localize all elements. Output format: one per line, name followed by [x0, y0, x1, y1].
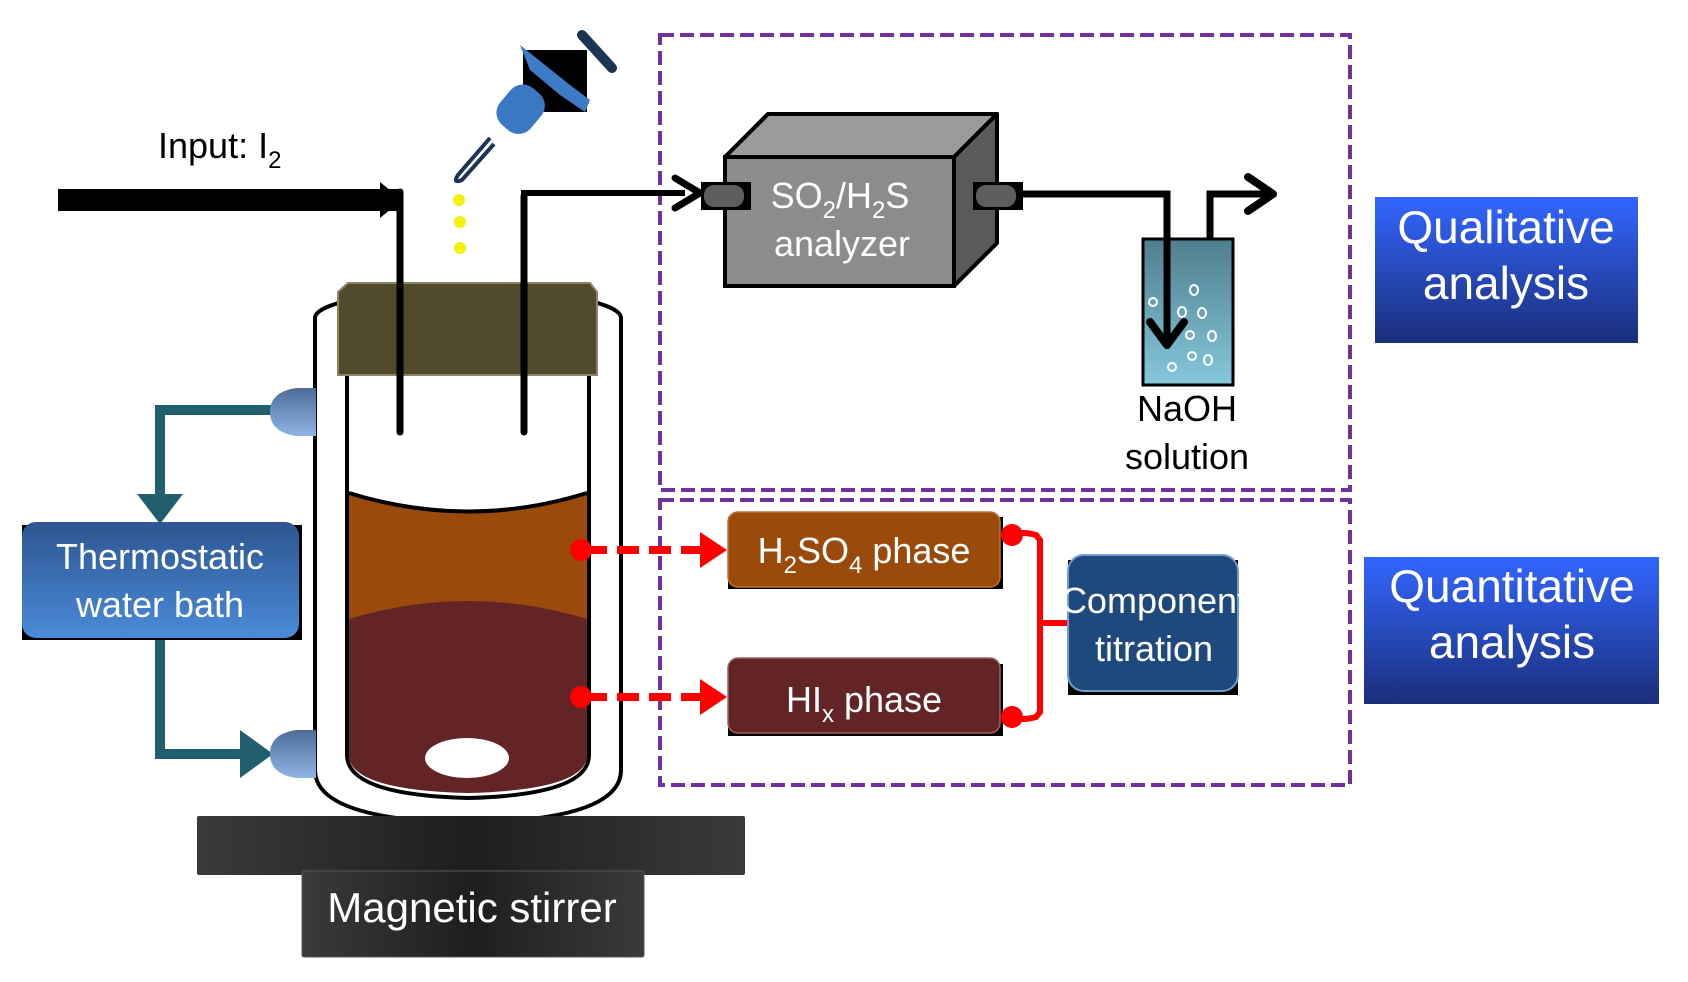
component-titration-box: Component titration	[1061, 554, 1247, 695]
titration-label-line2: titration	[1095, 628, 1213, 669]
quantitative-analysis-box: Quantitative analysis	[1364, 557, 1659, 704]
gas-outlet-line	[521, 190, 685, 196]
so2-h2s-analyzer: SO2/H2S analyzer	[701, 112, 1023, 288]
hix-phase-label: HIx phase	[786, 679, 942, 728]
water-bath-label-line1: Thermostatic	[56, 536, 264, 577]
naoh-label-line1: NaOH	[1137, 388, 1237, 429]
iodine-drop	[453, 194, 465, 206]
h2so4-phase-label: H2SO4 phase	[758, 530, 971, 579]
bubbles-icon	[1148, 284, 1217, 372]
thermostatic-water-bath-box: Thermostatic water bath	[22, 522, 302, 640]
quantitative-label-line1: Quantitative	[1389, 560, 1634, 612]
h2so4-phase-box: H2SO4 phase	[727, 511, 1003, 589]
analyzer-label-line2: analyzer	[774, 223, 910, 264]
hix-phase-box: HIx phase	[727, 657, 1003, 736]
water-bath-label-line2: water bath	[75, 584, 244, 625]
naoh-label-line2: solution	[1125, 436, 1249, 477]
analyzer-label-line1: SO2/H2S	[771, 175, 910, 224]
jacket-port-bottom	[270, 730, 316, 778]
titration-label-line1: Component	[1061, 580, 1247, 621]
hix-sample-arrow	[570, 679, 727, 715]
qualitative-group-border	[658, 33, 1352, 492]
naoh-bottle	[1141, 237, 1235, 387]
iodine-drop	[454, 242, 466, 254]
exhaust-outlet-line	[1206, 190, 1270, 240]
reaction-vessel	[313, 188, 623, 826]
stir-bar	[425, 738, 509, 778]
water-circulation-loop	[137, 388, 316, 778]
jacket-port-top	[270, 388, 316, 436]
dropper-icon	[453, 30, 617, 254]
vessel-lid	[337, 282, 598, 376]
hix-layer	[349, 600, 587, 793]
input-label: Input: I2	[158, 125, 281, 174]
quantitative-group-border	[658, 498, 1352, 787]
magnetic-stirrer-label: Magnetic stirrer	[327, 884, 616, 931]
qualitative-label-line2: analysis	[1423, 257, 1589, 309]
qualitative-analysis-box: Qualitative analysis	[1375, 197, 1638, 343]
quantitative-label-line2: analysis	[1429, 616, 1595, 668]
magnetic-stirrer: Magnetic stirrer	[197, 816, 745, 958]
h2so4-sample-arrow	[570, 532, 727, 568]
qualitative-label-line1: Qualitative	[1397, 201, 1614, 253]
input-arrow	[58, 182, 402, 218]
titration-connector	[1001, 524, 1070, 728]
iodine-drop	[454, 216, 466, 228]
